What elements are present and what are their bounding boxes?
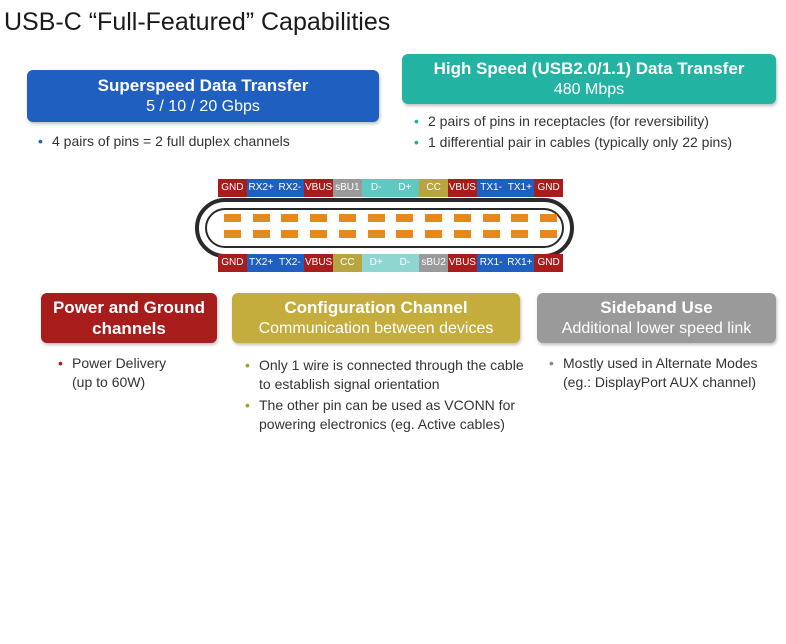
top-pin: VBUS [304,179,333,197]
pin-contact [310,230,328,238]
config-subheading: Communication between devices [258,320,494,337]
highspeed-bullets: 2 pairs of pins in receptacles (for reve… [410,112,780,154]
pin-contact [338,214,356,222]
sideband-box: Sideband Use Additional lower speed link [537,293,776,343]
list-item: Mostly used in Alternate Modes (eg.: Dis… [545,354,775,392]
pin-contact [367,230,385,238]
pin-contact [223,230,241,238]
bottom-pin: TX2+ [246,254,276,272]
pin-contact [396,214,414,222]
pin-contact [367,214,385,222]
bottom-pin: D- [390,254,420,272]
usb-c-connector [195,198,574,258]
highspeed-heading: High Speed (USB2.0/1.1) Data Transfer [433,59,745,78]
pin-contact [396,230,414,238]
superspeed-subheading: 5 / 10 / 20 Gbps [146,98,260,115]
bottom-pin: sBU2 [419,254,448,272]
pin-contact [310,214,328,222]
superspeed-box: Superspeed Data Transfer 5 / 10 / 20 Gbp… [27,70,379,122]
list-item: 1 differential pair in cables (typically… [410,133,780,152]
top-pin: TX1- [476,179,506,197]
top-pin: GND [218,179,247,197]
pin-contact [425,230,443,238]
page-title: USB-C “Full-Featured” Capabilities [4,8,391,36]
top-pin: RX2+ [246,179,276,197]
pin-contact [540,230,558,238]
top-pin: VBUS [448,179,477,197]
bottom-pin: VBUS [304,254,333,272]
bottom-pin: GND [218,254,247,272]
list-item: 2 pairs of pins in receptacles (for reve… [410,112,780,131]
superspeed-bullets: 4 pairs of pins = 2 full duplex channels [34,132,374,153]
bottom-pin: RX1- [476,254,506,272]
pin-contact [511,214,529,222]
bottom-pin: VBUS [448,254,477,272]
sideband-subheading: Additional lower speed link [561,320,752,337]
pin-contact [511,230,529,238]
power-bullets: Power Delivery (up to 60W) [54,354,214,394]
pin-contact [223,214,241,222]
list-item: Only 1 wire is connected through the cab… [241,356,526,394]
pin-contact [453,214,471,222]
top-pin: D+ [390,179,420,197]
top-pin: RX2- [275,179,305,197]
top-pin: CC [419,179,448,197]
superspeed-heading: Superspeed Data Transfer [97,76,309,95]
pin-contact [482,230,500,238]
contact-row-bottom [218,230,563,238]
top-pin: TX1+ [505,179,535,197]
pin-contact [425,214,443,222]
power-box: Power and Ground channels [41,293,217,343]
config-bullets: Only 1 wire is connected through the cab… [241,356,526,436]
bottom-pin: GND [534,254,563,272]
bottom-pin: TX2- [275,254,305,272]
highspeed-box: High Speed (USB2.0/1.1) Data Transfer 48… [402,54,776,104]
pin-contact [281,214,299,222]
top-pin: sBU1 [333,179,362,197]
pin-contact [252,214,270,222]
power-heading: Power and Ground channels [52,298,206,338]
top-pin: GND [534,179,563,197]
sideband-heading: Sideband Use [600,298,713,317]
pin-contact [252,230,270,238]
config-box: Configuration Channel Communication betw… [232,293,520,343]
top-pin: D- [361,179,391,197]
list-item: 4 pairs of pins = 2 full duplex channels [34,132,374,151]
pin-contact [540,214,558,222]
list-item: Power Delivery (up to 60W) [54,354,182,392]
bottom-pin: RX1+ [505,254,535,272]
pin-contact [453,230,471,238]
highspeed-subheading: 480 Mbps [553,81,625,98]
contact-row-top [218,214,563,222]
pin-contact [482,214,500,222]
config-heading: Configuration Channel [284,298,468,317]
bottom-pin: CC [333,254,362,272]
list-item: The other pin can be used as VCONN for p… [241,396,526,434]
pin-contact [281,230,299,238]
sideband-bullets: Mostly used in Alternate Modes (eg.: Dis… [545,354,775,394]
pin-contact [338,230,356,238]
bottom-pin: D+ [361,254,391,272]
